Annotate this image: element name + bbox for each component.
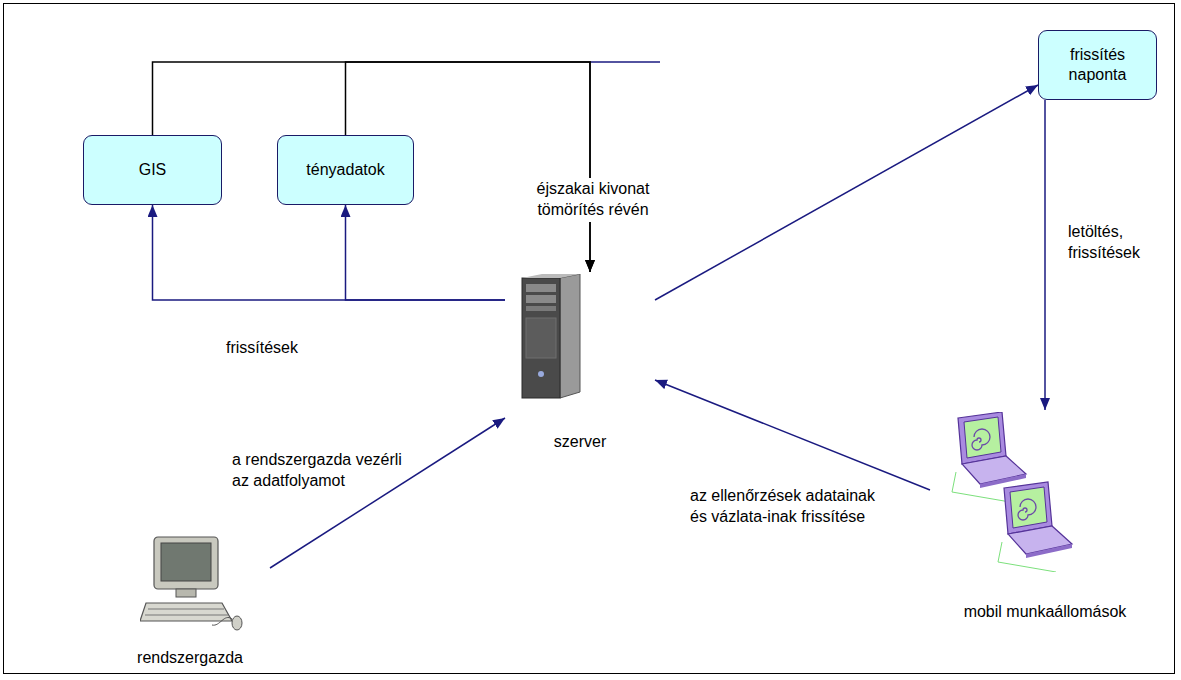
server-node: szerver [505,272,655,457]
node-label: rendszergazda [110,648,270,668]
edge-label: éjszakai kivonat tömörítés révén [520,178,666,222]
data-box: tényadatok [277,135,414,205]
flow-arrow [655,380,930,490]
workstation-node: mobil munkaállomások [930,410,1160,625]
admin-node: rendszergazda [110,530,270,673]
flow-arrow [270,418,505,568]
pc-icon [140,535,244,633]
node-label: mobil munkaállomások [930,602,1160,622]
flow-arrow [1044,100,1046,410]
edge-label: az ellenőrzések adatainak és vázlata-ina… [690,486,895,528]
process-box: frissítés naponta [1038,30,1157,100]
edge-label: letöltés, frissítések [1068,222,1163,264]
data-box: GIS [83,135,222,205]
node-label: frissítés naponta [1045,45,1150,85]
laptop-icon [950,412,1080,572]
node-label: tényadatok [306,160,384,180]
edge-label: frissítések [226,338,346,359]
flow-arrow [153,205,506,300]
edge-label: a rendszergazda vezérli az adatfolyamot [232,450,422,492]
server-icon [520,274,584,400]
flow-arrow [346,205,506,300]
flow-arrow [655,85,1038,300]
bus-stub [590,61,660,63]
node-label: GIS [139,160,167,180]
node-label: szerver [505,432,655,452]
